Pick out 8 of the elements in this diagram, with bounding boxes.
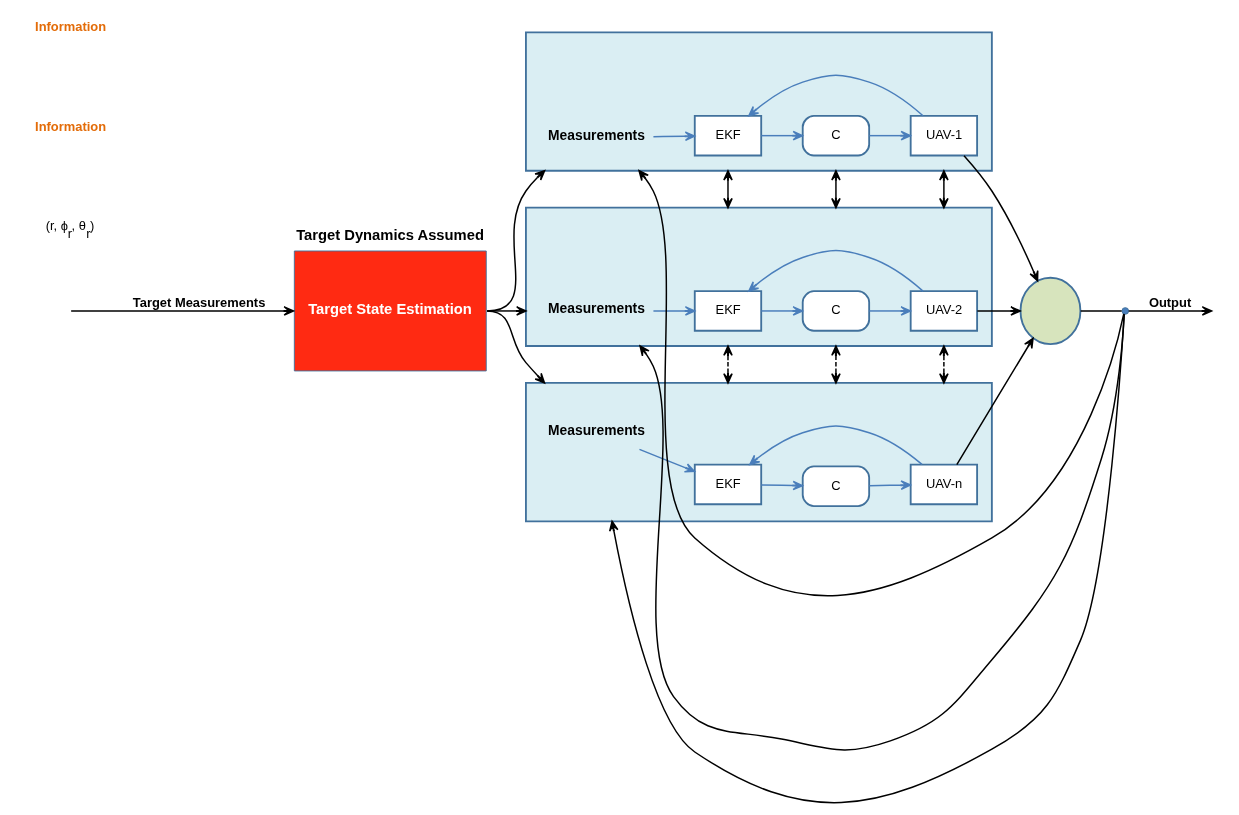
node-text: Measurements (547, 126, 645, 143)
label: Information (34, 118, 106, 134)
edge-label: Output (1148, 294, 1191, 310)
node-label: Target Dynamics Assumed (295, 226, 484, 243)
label: Information (34, 19, 106, 35)
edge-label: Target Measurements (132, 294, 265, 310)
node-text: Measurements (547, 422, 645, 439)
node-text: Measurements (547, 300, 645, 317)
